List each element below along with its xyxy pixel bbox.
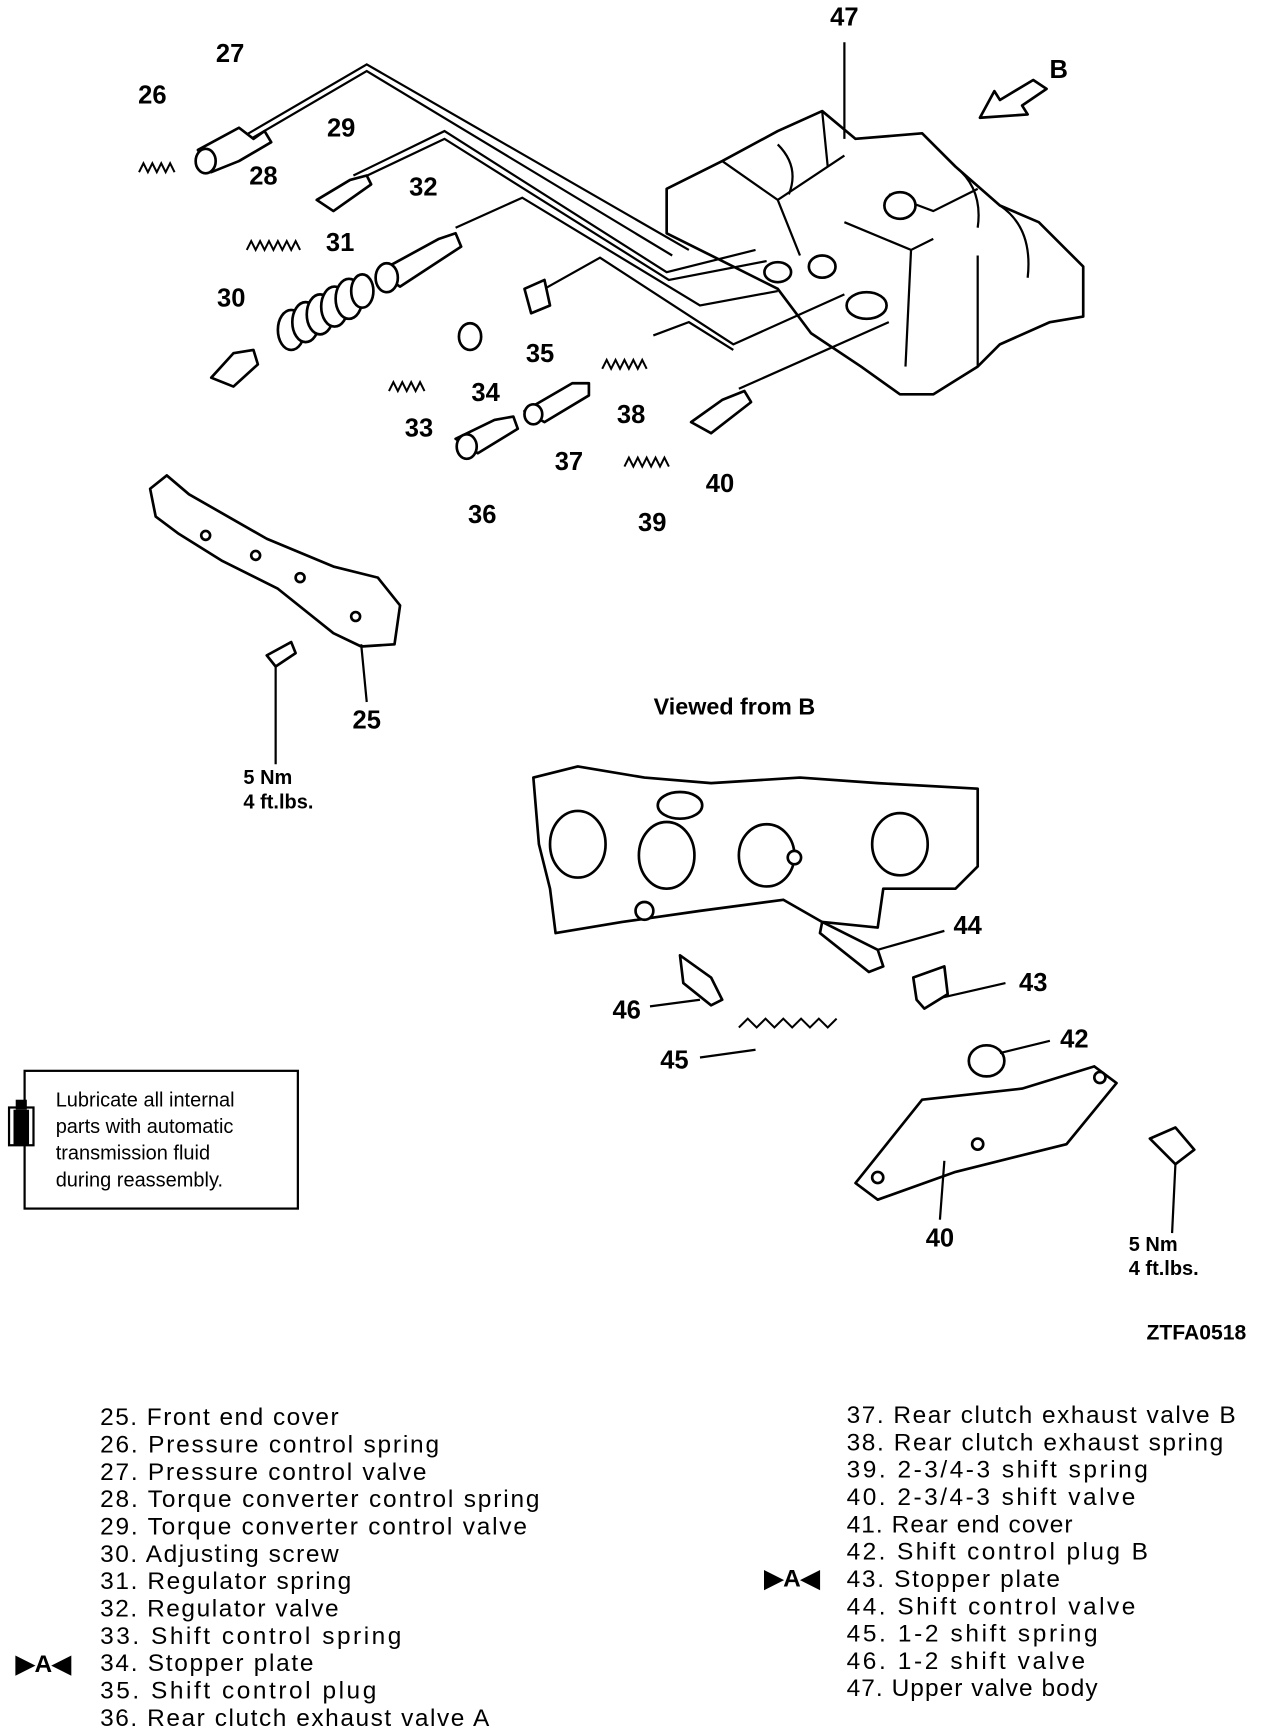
legend-item: 41. Rear end cover [847,1511,1073,1538]
callout-42: 42 [1060,1026,1088,1054]
callout-40-bottom: 40 [926,1224,954,1252]
legend-item: 31. Regulator spring [100,1568,351,1595]
legend-item: 38. Rear clutch exhaust spring [847,1429,1224,1456]
guide-lines [232,42,890,390]
legend-item: 35. Shift control plug [100,1677,376,1704]
note-line-1: Lubricate all internal [56,1089,235,1111]
view-label: Viewed from B [654,693,816,719]
front-end-cover [148,474,402,765]
callout-44: 44 [953,912,982,940]
view-direction-label: B [1050,56,1068,84]
callout-35: 35 [526,340,554,368]
callout-40-top: 40 [706,470,734,498]
callout-labels: 47 B 27 26 29 28 32 31 30 35 34 33 38 37… [138,4,1088,1253]
legend-marker-43: ▶A◀ [763,1565,819,1592]
callout-26: 26 [138,81,166,109]
callout-36: 36 [468,501,496,529]
oil-can-icon [7,1099,35,1147]
springs [138,161,670,469]
note-line-3: transmission fluid [56,1143,210,1165]
callout-30: 30 [217,285,245,313]
valve-body-view-b [532,765,1196,1234]
legend-item: 26. Pressure control spring [100,1432,439,1459]
legend-item: 42. Shift control plug B [847,1539,1148,1566]
lubrication-note: Lubricate all internal parts with automa… [7,1069,299,1210]
legend-item: 28. Torque converter control spring [100,1486,539,1513]
note-line-2: parts with automatic [56,1116,234,1138]
upper-valve-body [665,109,1085,396]
callout-45: 45 [660,1047,688,1075]
legend-item: 37. Rear clutch exhaust valve B [847,1402,1236,1429]
callout-29: 29 [327,115,355,143]
callout-28: 28 [249,162,277,190]
legend-item: 33. Shift control spring [100,1623,401,1650]
legend-item: 39. 2-3/4-3 shift spring [847,1457,1148,1484]
callout-32: 32 [409,174,437,202]
torque-rear-nm: 5 Nm [1129,1234,1178,1256]
legend-item: 46. 1-2 shift valve [847,1648,1085,1675]
legend-item: 27. Pressure control valve [100,1459,426,1486]
callout-37: 37 [555,448,583,476]
callout-34: 34 [471,379,500,407]
torque-rear-ftlbs: 4 ft.lbs. [1129,1258,1199,1280]
legend-item: 34. Stopper plate [100,1650,313,1677]
legend-item: 45. 1-2 shift spring [847,1621,1098,1648]
torque-front-nm: 5 Nm [243,767,292,789]
callout-27: 27 [216,40,244,68]
callout-47: 47 [830,4,858,32]
callout-46: 46 [612,997,640,1025]
view-arrow-icon [978,78,1048,120]
regulator-spring [276,273,375,352]
note-line-4: during reassembly. [56,1169,223,1191]
legend-marker-34: ▶A◀ [15,1651,71,1678]
legend-item: 30. Adjusting screw [100,1541,339,1568]
callout-38: 38 [617,401,645,429]
legend-item: 43. Stopper plate [847,1566,1060,1593]
legend-item: 44. Shift control valve [847,1593,1136,1620]
callout-39: 39 [638,509,666,537]
legend-item: 40. 2-3/4-3 shift valve [847,1484,1136,1511]
legend-item: 36. Rear clutch exhaust valve A [100,1705,490,1732]
callout-25: 25 [353,707,381,735]
callout-33: 33 [405,415,433,443]
legend-item: 25. Front end cover [100,1404,338,1431]
callout-31: 31 [326,229,354,257]
legend-item: 29. Torque converter control valve [100,1513,527,1540]
figure-code: ZTFA0518 [1147,1322,1247,1345]
valves [194,126,753,461]
legend-item: 47. Upper valve body [847,1675,1099,1702]
legend-item: 32. Regulator valve [100,1595,338,1622]
callout-43: 43 [1019,969,1047,997]
torque-front-ftlbs: 4 ft.lbs. [243,792,313,814]
